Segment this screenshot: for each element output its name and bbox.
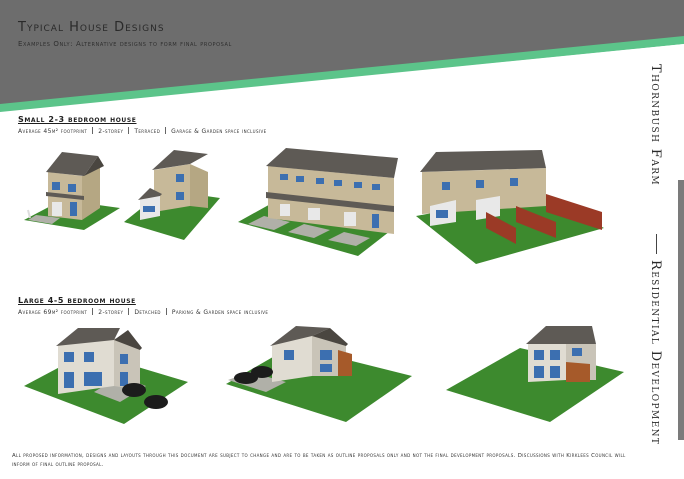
page-title: Typical House Designs <box>18 20 165 35</box>
terrace-render-rear <box>416 150 604 264</box>
side-title-panel: Thornbush Farm Residential Development <box>640 64 674 456</box>
small-house-heading: Small 2-3 bedroom house <box>18 115 137 124</box>
small-spec-type: Terraced <box>134 128 161 135</box>
header-band <box>0 0 684 116</box>
small-house-specs: Average 45m² footprint 2-storey Terraced Ga… <box>18 127 267 135</box>
small-house-render-rear <box>124 150 220 240</box>
large-house-specs: Average 69m² footprint 2-storey Detached Pa… <box>18 308 268 316</box>
footer-disclaimer: All proposed information, designs and la… <box>12 453 626 468</box>
page-subtitle: Examples Only: Alternative designs to fo… <box>18 40 232 48</box>
page-edge-shadow <box>678 180 684 440</box>
small-spec-footprint: Average 45m² footprint <box>18 128 88 135</box>
large-spec-extras: Parking & Garden space inclusive <box>171 309 269 316</box>
large-spec-storeys: 2-storey <box>98 309 124 316</box>
side-title-divider <box>656 234 657 254</box>
side-title-project: Thornbush Farm <box>648 64 663 187</box>
large-house-render-side <box>226 326 412 422</box>
small-spec-extras: Garage & Garden space inclusive <box>171 128 267 135</box>
small-spec-storeys: 2-storey <box>98 128 124 135</box>
side-title-description: Residential Development <box>648 260 663 446</box>
large-spec-type: Detached <box>134 309 161 316</box>
large-spec-footprint: Average 69m² footprint <box>18 309 88 316</box>
terrace-render-front <box>238 148 398 256</box>
small-house-render-front <box>24 152 120 230</box>
large-house-heading: Large 4-5 bedroom house <box>18 296 136 305</box>
large-house-render-front <box>24 328 188 424</box>
large-house-render-rear <box>446 326 624 422</box>
